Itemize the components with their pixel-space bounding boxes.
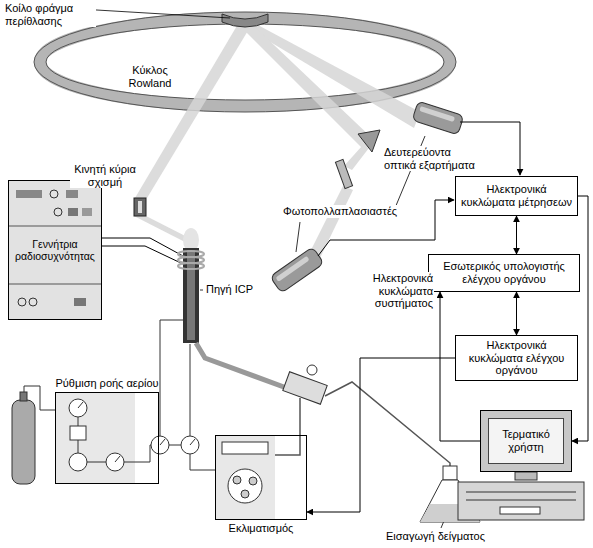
measurement-electronics-box: Ηλεκτρονικά κυκλώματα μέτρησεων <box>455 176 578 216</box>
connector <box>516 216 517 254</box>
node-text: Ηλεκτρονικά κυκλώματα μέτρησεων <box>461 183 572 208</box>
node-text: Τερματικό χρήστη <box>491 428 561 453</box>
sample-capillary <box>325 382 450 510</box>
rf-cable <box>102 238 183 256</box>
control-computer-box: Εσωτερικός υπολογιστής ελέγχου οργάνου <box>428 254 580 292</box>
gas-flow-controls <box>55 392 135 484</box>
node-text: Γεννήτρια ραδιοσυχνότητας <box>12 238 98 262</box>
connector <box>572 196 588 441</box>
slit-opening <box>138 201 142 213</box>
system-electronics-label: Ηλεκτρονικά κυκλώματα συστήματος <box>344 272 434 310</box>
sample-label: Εισαγωγή δείγματος <box>385 530 486 543</box>
entrance-slit <box>134 198 146 216</box>
icp-label: Πηγή ICP <box>205 283 267 296</box>
photomultiplier <box>270 247 324 293</box>
gas-flow-box: Ρύθμιση ροής αερίου <box>55 392 159 484</box>
spray-chamber <box>283 372 327 404</box>
node-text: Ηλεκτρονικά κυκλώματα ελέγχου οργάνου <box>461 339 572 377</box>
node-text: Εκλιματισμός <box>186 522 336 535</box>
node-text: Ρύθμιση ροής αερίου <box>34 377 180 390</box>
nebulizer-tube <box>196 343 292 390</box>
chamber-gauge <box>307 365 317 375</box>
terminal-hardware <box>458 472 584 520</box>
rowland-label: Κύκλος Rowland <box>118 64 182 89</box>
gas-lines <box>124 320 215 470</box>
rf-generator-panel <box>8 180 102 320</box>
drain-tube <box>275 398 300 455</box>
photomultiplier <box>412 101 464 135</box>
pump-box: Εκλιματισμός <box>215 435 307 520</box>
gas-cylinder <box>12 386 55 484</box>
rf-generator-box: Γεννήτρια ραδιοσυχνότητας <box>8 180 102 320</box>
slit-label: Κινητή κύρια σχισμή <box>70 163 140 188</box>
concave-grating <box>222 14 268 27</box>
control-electronics-box: Ηλεκτρονικά κυκλώματα ελέγχου οργάνου <box>455 335 578 381</box>
grating-label: Κοίλο φράγμα περίθλασης <box>4 2 96 27</box>
optics-label: Δευτερεύοντα οπτικά εξαρτήματα <box>383 146 477 171</box>
node-text: Εσωτερικός υπολογιστής ελέγχου οργάνου <box>434 260 574 285</box>
peristaltic-pump <box>215 435 275 520</box>
icp-torch <box>178 228 204 343</box>
rowland-ring <box>34 12 456 112</box>
user-terminal-screen: Τερματικό χρήστη <box>480 410 572 472</box>
pmt-label: Φωτοπολλαπλασιαστές <box>282 205 398 218</box>
optical-plate <box>335 159 352 188</box>
rf-cable <box>102 246 183 264</box>
connector <box>307 358 455 512</box>
connector <box>516 292 517 335</box>
prism <box>358 130 380 152</box>
light-beams <box>134 24 420 258</box>
